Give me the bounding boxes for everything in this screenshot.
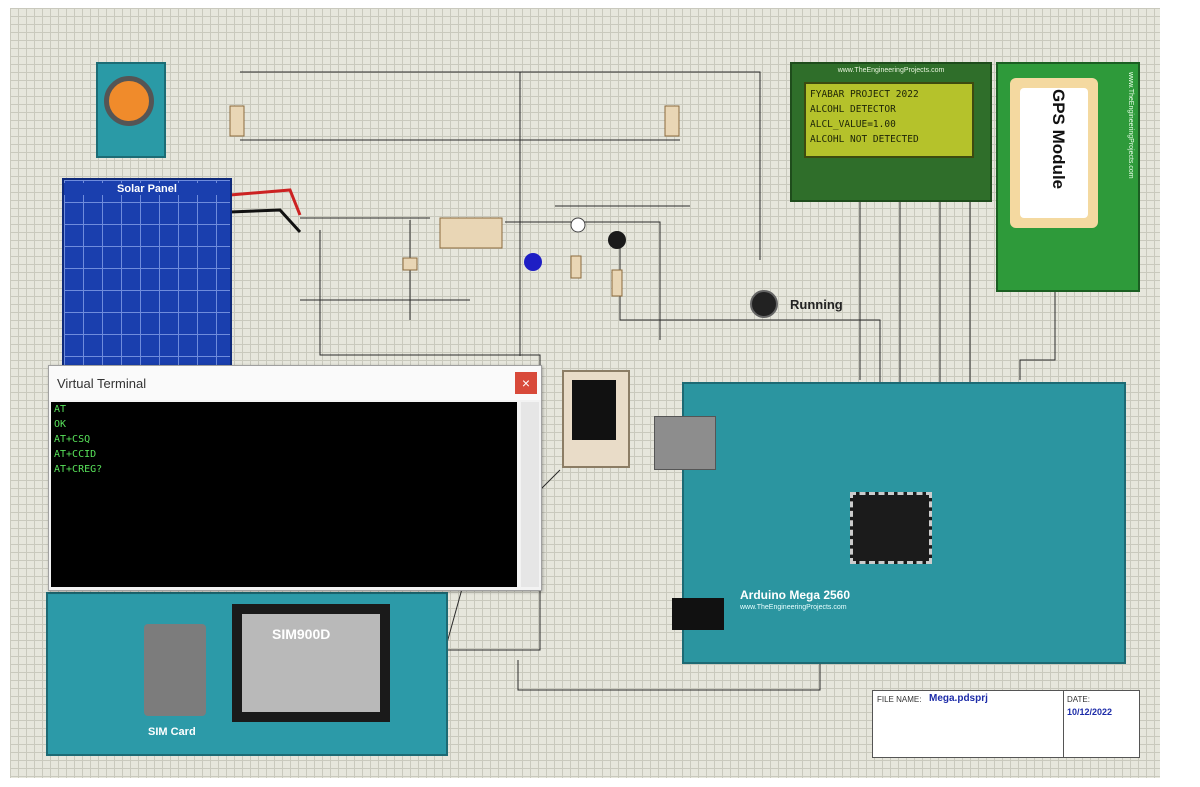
terminal-line: AT xyxy=(54,404,67,415)
sim-card-slot xyxy=(144,624,206,716)
title-block: FILE NAME: Mega.pdsprj DATE: 10/12/2022 xyxy=(872,690,1140,758)
gps-antenna xyxy=(1010,78,1098,228)
terminal-output[interactable]: AT OK AT+CSQ AT+CCID AT+CREG? xyxy=(51,402,517,587)
solar-panel-title: Solar Panel xyxy=(64,183,230,195)
microcontroller-chip xyxy=(850,492,932,564)
buzzer-label: Running xyxy=(790,297,843,312)
terminal-line: AT+CSQ xyxy=(54,434,91,445)
mega-label: Arduino Mega 2560 xyxy=(740,588,851,602)
close-icon[interactable]: × xyxy=(515,372,537,394)
file-name-value: Mega.pdsprj xyxy=(929,693,988,704)
lcd-line: ALCL_VALUE=1.00 xyxy=(810,119,896,130)
gps-side-url: www.TheEngineeringProjects.com xyxy=(1127,72,1134,179)
usb-port-icon xyxy=(654,416,716,470)
power-jack-icon xyxy=(672,598,724,630)
arduino-mega-board[interactable]: Arduino Mega 2560 www.TheEngineeringProj… xyxy=(654,382,1126,664)
sensor-ring xyxy=(104,76,154,126)
virtual-terminal-titlebar[interactable]: Virtual Terminal × xyxy=(49,366,541,400)
lcd-url: www.TheEngineeringProjects.com xyxy=(837,67,945,74)
virtual-terminal-title: Virtual Terminal xyxy=(57,376,147,391)
virtual-terminal-window[interactable]: Virtual Terminal × AT OK AT+CSQ AT+CCID … xyxy=(48,365,542,591)
terminal-line: AT+CREG? xyxy=(54,464,103,475)
file-name-label: FILE NAME: xyxy=(877,695,922,704)
terminal-line: AT+CCID xyxy=(54,449,97,460)
solar-panel[interactable]: Solar Panel xyxy=(62,178,232,368)
gps-title: GPS Module xyxy=(1049,89,1068,190)
terminal-scrollbar[interactable] xyxy=(521,402,539,587)
alcohol-sensor-module[interactable] xyxy=(96,62,166,158)
lcd-line: ALCOHL NOT DETECTED xyxy=(810,134,919,145)
sim-card-label: SIM Card xyxy=(148,726,196,738)
lcd-line: ALCOHL DETECTOR xyxy=(810,104,896,115)
terminal-line: OK xyxy=(54,419,67,430)
lcd-display[interactable]: www.TheEngineeringProjects.com FYABAR PR… xyxy=(790,62,992,202)
lcd-line: FYABAR PROJECT 2022 xyxy=(810,89,919,100)
small-display-module[interactable] xyxy=(562,370,630,468)
buzzer-icon[interactable] xyxy=(750,290,778,318)
sim900d-module[interactable]: SIM Card SIM900D xyxy=(46,592,448,756)
date-value: 10/12/2022 xyxy=(1067,707,1113,717)
date-label: DATE: xyxy=(1067,695,1090,704)
mega-url: www.TheEngineeringProjects.com xyxy=(740,604,847,611)
sim900d-chip: SIM900D xyxy=(232,604,390,722)
gps-module[interactable]: GPS Module www.TheEngineeringProjects.co… xyxy=(996,62,1140,292)
sim900d-chip-label: SIM900D xyxy=(272,626,331,642)
